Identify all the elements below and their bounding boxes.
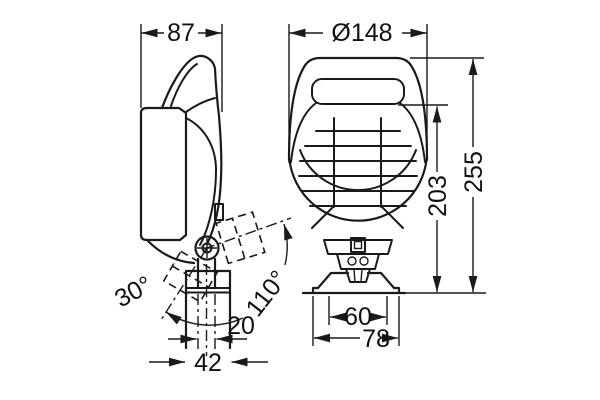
pivot-clamp <box>323 239 393 255</box>
front-handle-cutout <box>311 78 405 105</box>
dim-diameter-148: Ø148 <box>288 19 428 163</box>
side-view <box>139 54 292 356</box>
side-handle-inner-line <box>170 63 198 107</box>
dim-overall-height-255: 255 <box>410 57 488 292</box>
dim-post-width-20: 20 <box>168 312 255 344</box>
dim-label-60: 60 <box>344 303 372 331</box>
tilt-centerline-left <box>160 247 208 321</box>
side-reflector-curve <box>185 117 217 246</box>
stem-neck <box>196 257 217 290</box>
dim-label-87: 87 <box>167 19 195 47</box>
front-pivot-stack <box>323 237 393 283</box>
pivot-block <box>336 253 380 270</box>
side-housing-seam <box>185 97 216 113</box>
front-grille-diagonals <box>311 205 404 229</box>
dim-stem-width-42: 42 <box>149 349 268 377</box>
front-grille-bars <box>298 117 418 229</box>
side-bottom-curve <box>146 239 196 265</box>
mount-nut-facets <box>353 268 363 283</box>
front-housing-rim <box>288 158 428 222</box>
front-housing-top <box>287 56 429 162</box>
dim-side-width-87: 87 <box>140 19 223 112</box>
dim-label-203: 203 <box>424 175 452 217</box>
front-grille-cage <box>333 117 382 208</box>
tilt-centerline-right <box>203 217 292 250</box>
front-visor-edge-left <box>290 102 317 163</box>
stem-hidden-post-lines <box>197 294 216 352</box>
dim-body-height-203: 203 <box>398 104 452 292</box>
mounting-bracket <box>301 271 407 295</box>
pivot-bolt-square-inner <box>353 240 363 250</box>
side-lens-block <box>139 106 188 242</box>
stem-clamp-band <box>185 287 231 294</box>
pivot-block-hole-right <box>359 256 369 266</box>
dim-hole-spacing-60: 60 <box>328 296 388 331</box>
dim-label-78: 78 <box>362 325 390 353</box>
side-connector-tab <box>214 203 224 221</box>
pivot-bolt-square <box>350 237 366 253</box>
dim-label-148: Ø148 <box>331 19 392 47</box>
side-handle-fin <box>160 54 223 246</box>
dim-bracket-width-78: 78 <box>312 296 400 353</box>
pivot-block-hole-left <box>347 256 357 266</box>
pivot-bolt-outer <box>194 235 220 261</box>
dim-label-255: 255 <box>460 151 488 193</box>
dim-label-20: 20 <box>227 312 255 340</box>
front-view <box>287 56 429 295</box>
dim-label-42: 42 <box>194 349 222 377</box>
front-visor-edge-right <box>399 102 426 163</box>
